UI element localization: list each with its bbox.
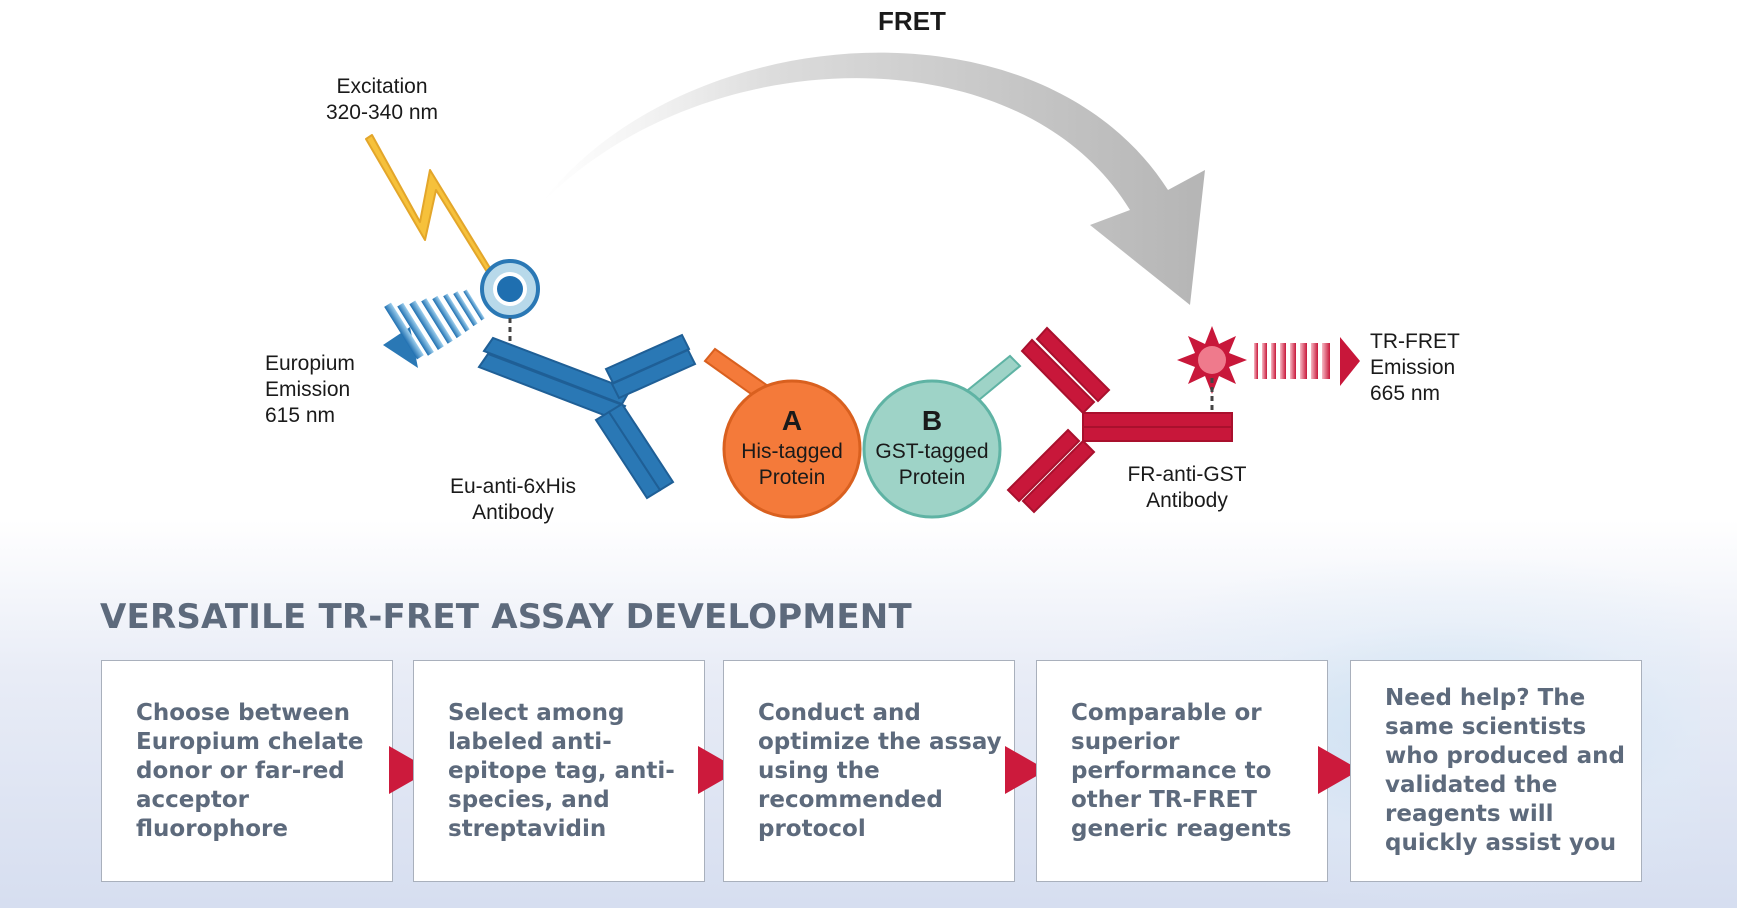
feature-card-text: Need help? The same scientists who produ… bbox=[1385, 685, 1625, 856]
europium-emission-line1: Europium bbox=[265, 352, 355, 375]
protein-a-letter: A bbox=[782, 405, 802, 436]
excitation-label-line2: 320-340 nm bbox=[326, 101, 438, 124]
fret-title: FRET bbox=[878, 6, 946, 36]
lightning-bolt-icon bbox=[365, 134, 491, 273]
feature-card-support: Need help? The same scientists who produ… bbox=[1350, 660, 1642, 882]
protein-a-line2: Protein bbox=[759, 466, 826, 489]
protein-a-line1: His-tagged bbox=[741, 440, 843, 463]
fr-antibody-icon bbox=[1006, 326, 1233, 514]
trfret-emission-line2: Emission bbox=[1370, 356, 1455, 379]
feature-card-fluorophore: Choose between Europium chelate donor or… bbox=[101, 660, 393, 882]
excitation-label-line1: Excitation bbox=[336, 75, 427, 98]
fret-diagram: FRET Excitation 320-340 nm Europium Emis… bbox=[265, 6, 1460, 524]
fret-arrow-shape bbox=[540, 52, 1205, 305]
protein-a-icon bbox=[703, 347, 862, 519]
eu-antibody-label-line1: Eu-anti-6xHis bbox=[450, 475, 576, 498]
feature-card-performance: Comparable or superior performance to ot… bbox=[1036, 660, 1328, 882]
protein-b-line2: Protein bbox=[899, 466, 966, 489]
feature-card-text: Comparable or superior performance to ot… bbox=[1071, 699, 1292, 842]
feature-card-text: Select among labeled anti-epitope tag, a… bbox=[448, 699, 675, 842]
protein-b-letter: B bbox=[922, 405, 942, 436]
feature-card-labeling: Select among labeled anti-epitope tag, a… bbox=[413, 660, 705, 882]
eu-antibody-icon bbox=[477, 333, 697, 500]
trfret-emission-line3: 665 nm bbox=[1370, 382, 1440, 405]
trfret-emission-arrow bbox=[1254, 337, 1360, 386]
fr-antibody-label-line2: Antibody bbox=[1146, 489, 1228, 512]
protein-b-line1: GST-tagged bbox=[875, 440, 988, 463]
feature-card-protocol: Conduct and optimize the assay using the… bbox=[723, 660, 1015, 882]
eu-antibody-label-line2: Antibody bbox=[472, 501, 554, 524]
far-red-acceptor-icon bbox=[1177, 326, 1247, 410]
fr-antibody-label-line1: FR-anti-GST bbox=[1127, 463, 1246, 486]
protein-b-icon bbox=[862, 354, 1022, 519]
feature-card-text: Conduct and optimize the assay using the… bbox=[758, 699, 1002, 842]
feature-card-text: Choose between Europium chelate donor or… bbox=[136, 699, 364, 842]
trfret-emission-line1: TR-FRET bbox=[1370, 330, 1460, 353]
europium-emission-line3: 615 nm bbox=[265, 404, 335, 427]
europium-emission-line2: Emission bbox=[265, 378, 350, 401]
section-heading: VERSATILE TR-FRET ASSAY DEVELOPMENT bbox=[100, 597, 912, 637]
europium-donor-icon bbox=[480, 259, 540, 345]
europium-emission-arrow bbox=[383, 289, 485, 368]
